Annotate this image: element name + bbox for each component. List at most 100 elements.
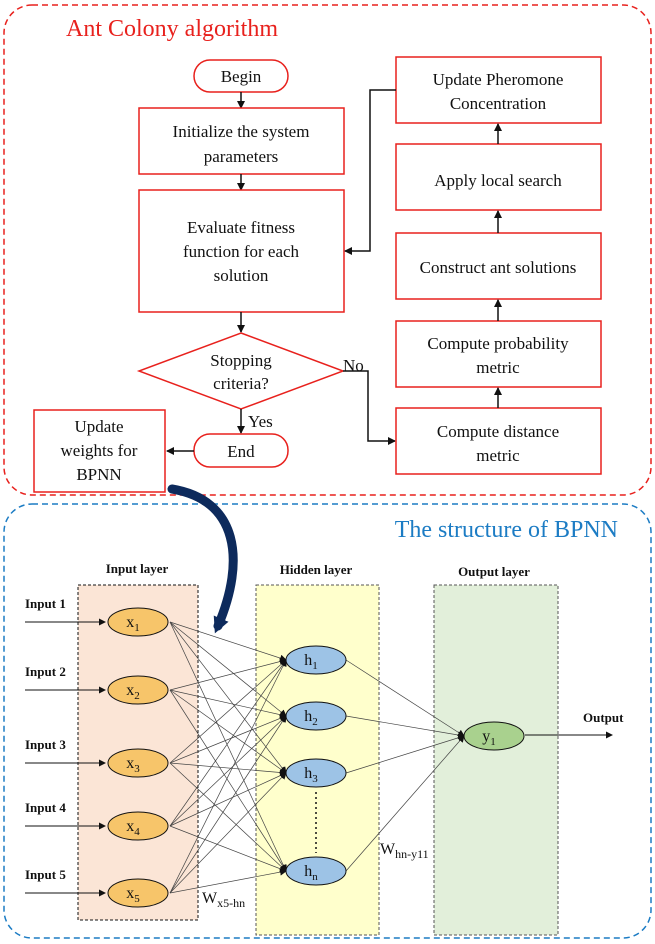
hidden-layer-label: Hidden layer [280,562,353,577]
weight-ho-sub: hn-y11 [395,847,429,861]
input-node-x4-label: x4 [126,818,140,838]
init-label-line1: Initialize the system [173,122,310,141]
no-label: No [343,356,364,375]
evaluate-label-line1: Evaluate fitness [187,218,295,237]
edge-x4-h1 [169,659,287,827]
weight-ih-base: W [202,890,218,907]
arrow-stop-distance [343,370,396,445]
stopping-decision [136,332,346,410]
edge-x3-h1 [169,659,287,764]
input-layer-label: Input layer [106,561,169,576]
input-labels: Input 1 Input 2 Input 3 Input 4 Input 5 [25,596,106,897]
update-weights-line1: Update [74,417,123,436]
curved-link-arrow [167,484,238,634]
update-weights-line3: BPNN [76,465,121,484]
hidden-node-h2-shape [285,701,347,731]
update-weights-line2: weights for [61,441,138,460]
input-label-4: Input 4 [25,800,66,815]
edge-x5-h1 [169,659,287,894]
input-node-x5-shape [107,878,169,908]
input-node-x2-shape [107,675,169,705]
output-node-y1-label: y1 [482,728,496,748]
hidden-node-h3: h3 [285,758,347,788]
init-label-line2: parameters [204,147,279,166]
input-label-1: Input 1 [25,596,66,611]
edge-x5-h3 [169,772,287,894]
bpnn-title: The structure of BPNN [395,517,618,543]
network-nodes: x1 x2 x3 x4 x5 h1 h2 h3 hn y1 [107,607,525,908]
input-label-2: Input 2 [25,664,66,679]
edge-x2-h4 [169,689,287,872]
edge-x1-h3 [169,621,287,774]
input-node-x5-label: x5 [126,885,140,905]
input-node-x1-shape [107,607,169,637]
input-node-x2-label: x2 [126,682,140,702]
hidden-node-h1-shape [285,645,347,675]
input-node-x1: x1 [107,607,169,637]
probability-line1: Compute probability [427,334,569,353]
edge-x3-h4 [169,762,287,872]
hidden-node-hn: hn [285,856,347,886]
stopping-label-line2: criteria? [213,374,269,393]
weight-ho-base: W [380,841,396,858]
edge-x2-h1 [169,658,287,691]
hidden-node-h3-label: h3 [304,765,318,785]
edge-x5-h2 [169,715,287,894]
weight-input-hidden-label: Wx5-hn [202,890,245,910]
hidden-node-h3-shape [285,758,347,788]
output-node-y1: y1 [463,721,525,751]
local-search-label: Apply local search [434,171,562,190]
bpnn-panel-border [3,503,652,939]
edge-x4-h4 [169,825,287,873]
input-node-x5: x5 [107,878,169,908]
output-layer-label: Output layer [458,564,530,579]
edge-x5-h4 [169,868,287,894]
hidden-node-h2-label: h2 [304,708,318,728]
probability-box [395,320,602,388]
output-layer-region [433,584,559,936]
input-node-x4-shape [107,811,169,841]
edge-x3-h3 [169,762,287,776]
edge-x3-h2 [169,715,287,764]
distance-line2: metric [476,446,520,465]
edge-x2-h3 [169,689,287,774]
weight-ih-sub: x5-hn [217,896,245,910]
arrow-pheromone-evaluate [344,89,396,255]
edge-x1-h2 [169,621,287,717]
update-pheromone-line2: Concentration [450,94,547,113]
output-node-y1-shape [463,721,525,751]
hidden-node-h2: h2 [285,701,347,731]
end-label: End [227,442,255,461]
input-node-x1-label: x1 [126,614,140,634]
stopping-label-line1: Stopping [210,351,272,370]
hidden-node-hn-shape [285,856,347,886]
distance-line1: Compute distance [437,422,559,441]
input-node-x3-shape [107,748,169,778]
input-label-5: Input 5 [25,867,66,882]
edge-h2-y1 [345,715,465,739]
init-box [138,107,345,175]
edge-x1-h4 [169,621,287,872]
weight-hidden-output-label: Whn-y11 [380,841,429,861]
input-node-x3: x3 [107,748,169,778]
update-pheromone-box [395,56,602,124]
distance-box [395,407,602,475]
edge-h3-y1 [345,734,465,774]
edge-x4-h2 [169,715,287,827]
update-weights-box [33,409,166,493]
aco-panel-border [3,4,652,496]
hidden-node-h1: h1 [285,645,347,675]
begin-label: Begin [221,67,262,86]
aco-title: Ant Colony algorithm [66,16,278,42]
evaluate-label-line2: function for each [183,242,300,261]
update-pheromone-line1: Update Pheromone [433,70,564,89]
hidden-node-hn-label: hn [304,863,318,883]
input-label-3: Input 3 [25,737,66,752]
edge-x1-h1 [169,621,287,662]
output-label: Output [583,710,624,725]
input-node-x4: x4 [107,811,169,841]
construct-label: Construct ant solutions [420,258,577,277]
edge-h1-y1 [345,659,465,737]
